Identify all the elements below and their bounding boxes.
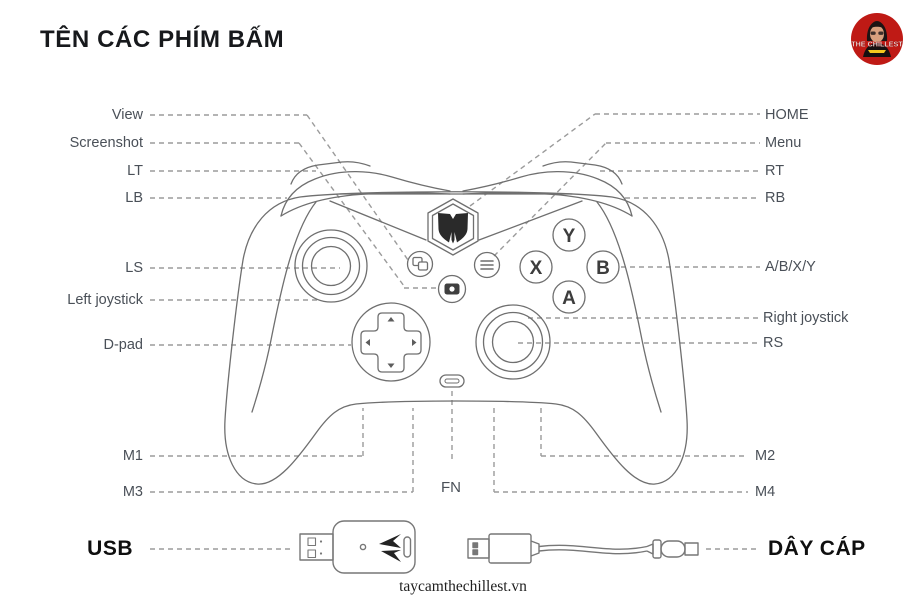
label-lt: LT	[127, 163, 143, 179]
button-b-label: B	[596, 258, 610, 279]
label-cable: DÂY CÁP	[768, 537, 866, 560]
usb-dongle	[299, 520, 416, 574]
menu-button	[473, 251, 501, 279]
cable-wire-bottom	[538, 549, 648, 555]
label-view: View	[111, 107, 143, 123]
dongle-led	[359, 543, 367, 551]
dongle-plug	[299, 533, 334, 561]
button-a-label: A	[562, 288, 576, 309]
left-joystick	[294, 229, 368, 303]
button-y	[552, 218, 586, 252]
button-y-label: Y	[563, 226, 576, 247]
brand-glyph	[438, 213, 468, 244]
label-menu: Menu	[765, 135, 802, 151]
cable-usb-a-tip	[467, 538, 490, 559]
view-button	[406, 250, 434, 278]
dongle-body	[332, 520, 416, 574]
cable-usb-a-body	[488, 533, 532, 564]
right-seam	[596, 201, 662, 413]
brand-logo: THE CHILLEST	[849, 11, 905, 67]
label-rt: RT	[765, 163, 785, 179]
leader-m4	[493, 408, 748, 493]
page-title: TÊN CÁC PHÍM BẤM	[40, 26, 285, 53]
label-fn: FN	[441, 479, 461, 496]
label-usb: USB	[87, 537, 133, 560]
label-abxy: A/B/X/Y	[765, 259, 816, 275]
cable-usb-c-tip	[684, 542, 699, 556]
usb-cable	[467, 533, 699, 564]
leader-menu	[493, 142, 760, 257]
leader-view	[150, 114, 409, 261]
collar-seams	[329, 200, 583, 241]
cable-wire-top	[538, 544, 648, 550]
button-x-label: X	[530, 258, 543, 279]
leader-m2	[540, 408, 748, 457]
label-m2: M2	[755, 448, 776, 464]
leader-screenshot	[150, 142, 436, 289]
label-rb: RB	[765, 190, 786, 206]
label-left-joystick: Left joystick	[67, 292, 143, 308]
button-x	[519, 250, 553, 284]
leader-home	[469, 113, 760, 207]
dongle-logo-glyph	[379, 534, 401, 562]
label-home: HOME	[765, 107, 809, 123]
label-m3: M3	[122, 484, 143, 500]
home-button	[427, 198, 479, 256]
face-button-letters: Y X B A	[530, 226, 610, 309]
label-dpad: D-pad	[103, 337, 144, 353]
label-rs: RS	[763, 335, 784, 351]
dpad-arrows	[365, 317, 417, 368]
label-m1: M1	[122, 448, 143, 464]
left-seam	[251, 201, 317, 413]
brand-name: THE CHILLEST	[851, 40, 903, 49]
label-m4: M4	[755, 484, 776, 500]
leader-lines	[150, 113, 760, 550]
right-bumper	[462, 161, 633, 217]
cable-neck-right	[646, 543, 654, 555]
menu-icon	[480, 260, 494, 270]
label-right-joystick: Right joystick	[763, 310, 849, 326]
dongle-slot	[403, 536, 412, 558]
brand-ribbon	[868, 50, 886, 53]
footer-website: taycamthechillest.vn	[399, 578, 527, 595]
fn-button	[439, 374, 465, 388]
button-b	[586, 250, 620, 284]
controller-outline	[224, 161, 688, 485]
brand-logo-graphic: THE CHILLEST	[851, 13, 903, 65]
cable-usb-c-body	[660, 540, 686, 558]
cable-ring	[652, 539, 662, 559]
dpad	[351, 302, 431, 382]
cable-neck-left	[530, 540, 540, 557]
controller-body	[224, 191, 688, 485]
leader-m1	[150, 408, 364, 457]
label-screenshot: Screenshot	[69, 135, 143, 151]
right-joystick	[475, 304, 551, 380]
screenshot-button	[437, 274, 467, 304]
left-bumper	[280, 161, 451, 217]
button-a	[552, 280, 586, 314]
face-buttons	[519, 218, 620, 314]
label-lb: LB	[125, 190, 143, 206]
label-ls: LS	[125, 260, 143, 276]
leader-m3	[150, 408, 414, 493]
